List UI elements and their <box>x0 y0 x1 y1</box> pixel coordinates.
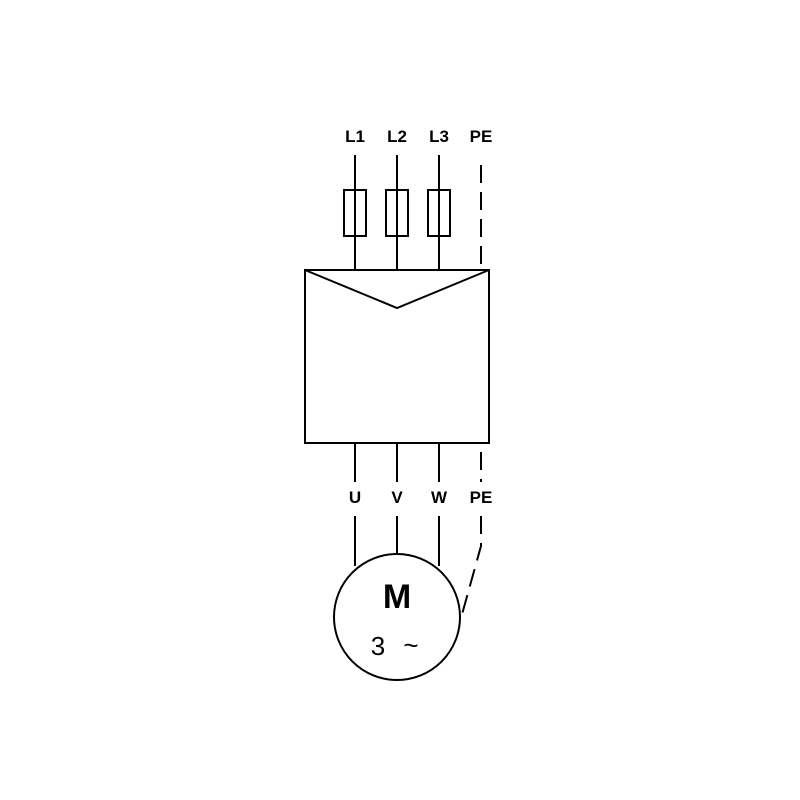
terminal-label-l3: L3 <box>429 127 449 146</box>
terminal-label-v: V <box>391 488 403 507</box>
fuse-l2 <box>385 189 409 237</box>
motor-symbol: M 3 ~ <box>333 553 461 681</box>
wire-pe-motor <box>460 516 482 619</box>
motor-letter: M <box>383 578 411 616</box>
terminal-label-l1: L1 <box>345 127 365 146</box>
fuse-l1 <box>343 189 367 237</box>
motor-phase-count: 3 <box>371 631 385 661</box>
motor-ac-symbol: ~ <box>403 630 418 660</box>
terminal-label-l2: L2 <box>387 127 407 146</box>
fuse-l3 <box>427 189 451 237</box>
drive-converter-box <box>304 269 490 444</box>
terminal-label-pe-supply: PE <box>470 127 493 146</box>
terminal-label-u: U <box>349 488 361 507</box>
terminal-label-w: W <box>431 488 448 507</box>
terminal-label-pe-output: PE <box>470 488 493 507</box>
